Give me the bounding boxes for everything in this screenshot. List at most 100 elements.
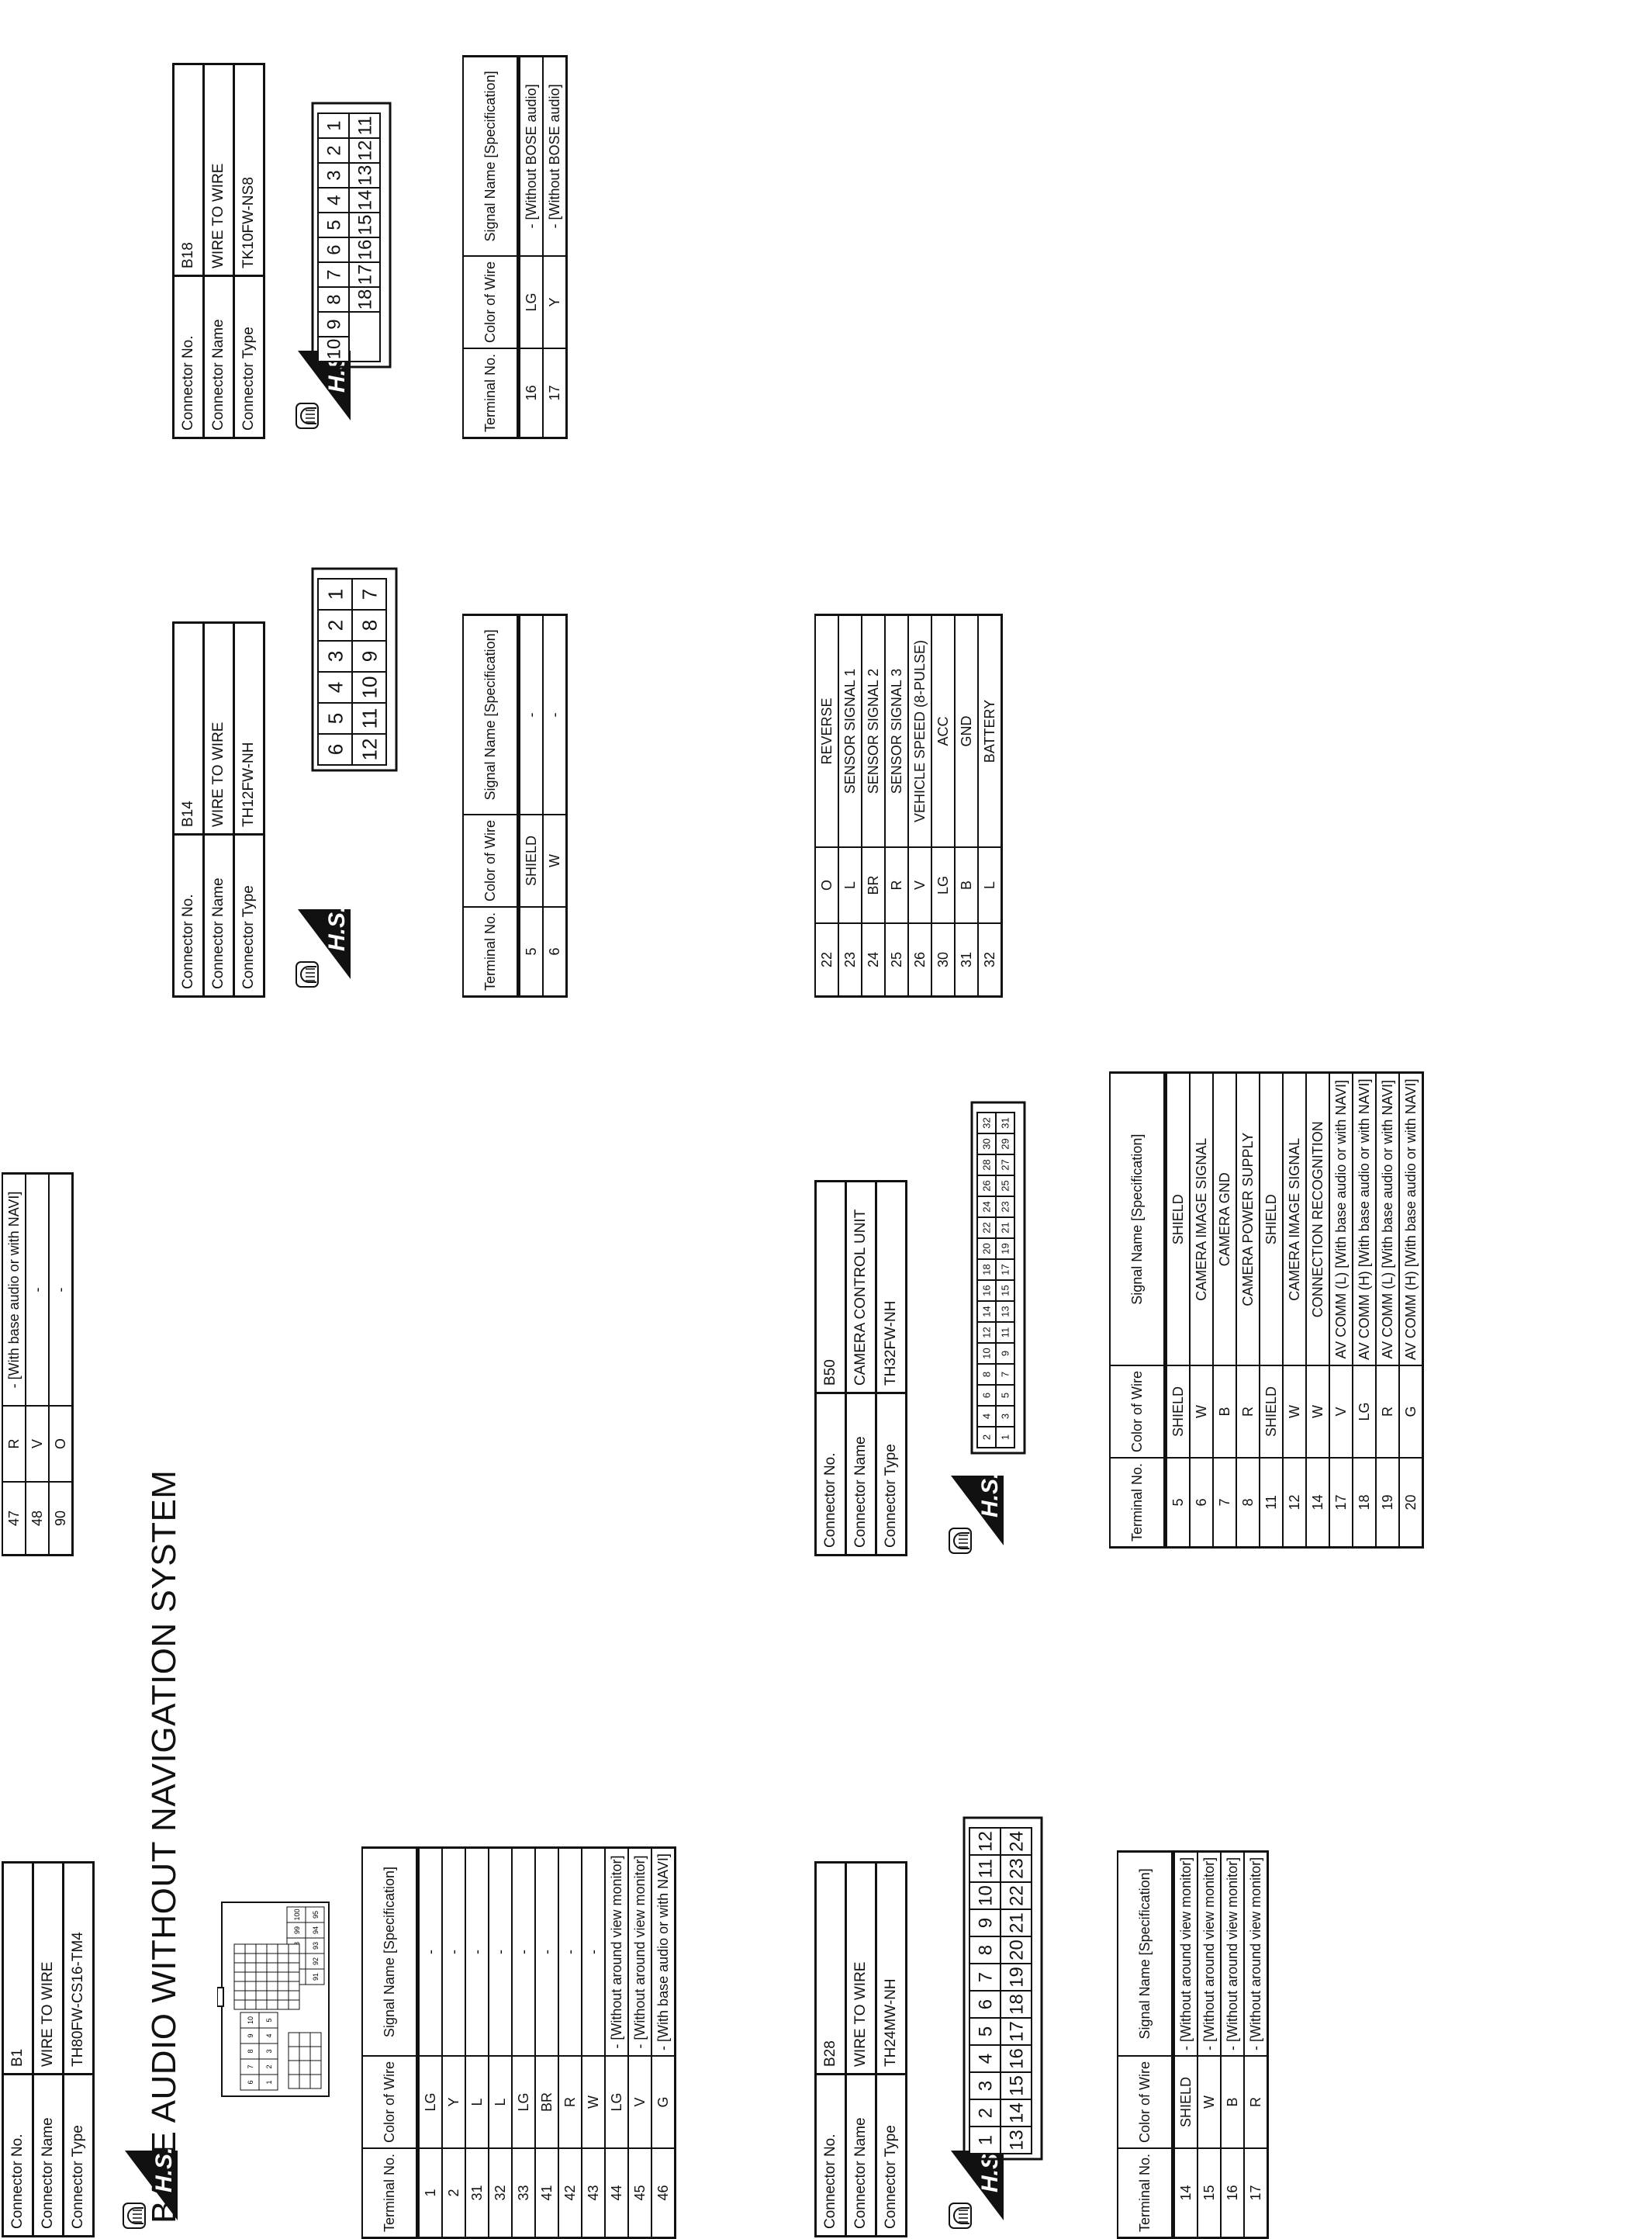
wire-color: LG xyxy=(931,847,955,923)
pin-label: 20 xyxy=(981,1243,993,1254)
signal-name: SENSOR SIGNAL 1 xyxy=(838,614,862,847)
signal-name: SENSOR SIGNAL 3 xyxy=(885,614,908,847)
wire-color: SHIELD xyxy=(1260,1365,1283,1458)
signal-name-header: Signal Name [Specification] xyxy=(1110,1073,1166,1365)
connector-type-value: TK10FW-NS8 xyxy=(233,64,264,276)
wire-color: W xyxy=(1283,1365,1306,1458)
pin-label: 32 xyxy=(981,1117,993,1128)
pin-label: 1 xyxy=(976,2135,997,2145)
wire-color: R xyxy=(558,2055,582,2148)
terminal-no: 25 xyxy=(885,923,908,997)
connector-no-label: Connector No. xyxy=(173,834,204,997)
signal-name: CONNECTION RECOGNITION xyxy=(1306,1073,1329,1365)
pin-label: 3 xyxy=(324,170,345,180)
connector-no-row: Connector No.B18 xyxy=(173,64,204,438)
pin-label: 9 xyxy=(976,1918,997,1928)
wire-color: L xyxy=(465,2055,489,2148)
pin-label: 1 xyxy=(1000,1434,1011,1440)
pin-label: 20 xyxy=(1007,1940,1028,1960)
signal-name: - [With base audio or with NAVI] xyxy=(2,1173,26,1406)
pin-label: 91 xyxy=(312,1973,320,1981)
terminal-no: 90 xyxy=(49,1482,73,1556)
terminal-no: 7 xyxy=(1213,1457,1236,1548)
pin-label: 19 xyxy=(1000,1243,1011,1254)
connector-name-label: Connector Name xyxy=(33,2074,64,2237)
pin-label: 5 xyxy=(1000,1393,1011,1398)
pin-label: 27 xyxy=(1000,1159,1011,1170)
wire-color: R xyxy=(1376,1365,1399,1458)
pin-label: 18 xyxy=(355,289,376,310)
signal-name: - xyxy=(582,1847,605,2056)
pin-label: 8 xyxy=(976,1945,997,1955)
pin-label: 24 xyxy=(1007,1831,1028,1852)
pin-label: 15 xyxy=(1007,2075,1028,2096)
svg-text:H.S.: H.S. xyxy=(324,906,350,951)
terminal-no: 45 xyxy=(628,2147,651,2238)
signal-name: - [Without around view monitor] xyxy=(605,1847,628,2056)
svg-text:H.S.: H.S. xyxy=(151,2147,177,2192)
pin-label: 3 xyxy=(323,651,347,662)
wire-color-header: Color of Wire xyxy=(463,814,519,907)
terminal-no-header: Terminal No. xyxy=(463,348,519,438)
terminal-no-header: Terminal No. xyxy=(362,2147,418,2238)
pin-label: 2 xyxy=(265,2064,273,2068)
wire-color: R xyxy=(2,1406,26,1482)
pin-label: 4 xyxy=(976,2054,997,2064)
pin-label: 11 xyxy=(1000,1327,1011,1338)
terminal-no: 20 xyxy=(1399,1457,1423,1548)
connector-name-value: CAMERA CONTROL UNIT xyxy=(845,1181,876,1393)
connector-type-value: TH24MW-NH xyxy=(876,1862,907,2075)
connector-name-value: WIRE TO WIRE xyxy=(203,622,234,835)
signal-name: VEHICLE SPEED (8-PULSE) xyxy=(908,614,931,847)
wire-color: Y xyxy=(543,255,567,348)
wire-color: B xyxy=(1221,2055,1244,2148)
terminal-no: 30 xyxy=(931,923,955,997)
svg-text:H.S.: H.S. xyxy=(977,1472,1003,1517)
wire-color: SHIELD xyxy=(1165,1365,1190,1458)
pin-label: 1 xyxy=(323,589,347,600)
wire-color: V xyxy=(908,847,931,923)
pin-label: 6 xyxy=(976,1999,997,2009)
pin-label: 17 xyxy=(1007,2021,1028,2042)
pin-label: 21 xyxy=(1007,1912,1028,1933)
connector-name-label: Connector Name xyxy=(845,1393,876,1556)
signal-name: - xyxy=(49,1173,73,1406)
connector-type-label: Connector Type xyxy=(876,2074,907,2237)
terminal-no: 17 xyxy=(1329,1457,1353,1548)
harness-side-icon: H.S. xyxy=(949,2147,1004,2229)
pin-label: 26 xyxy=(981,1180,993,1191)
pin-label: 4 xyxy=(265,2033,273,2037)
wire-color: B xyxy=(955,847,978,923)
pin-label: 10 xyxy=(976,1885,997,1906)
connector-name-value: WIRE TO WIRE xyxy=(845,1862,876,2075)
wire-color: B xyxy=(1213,1365,1236,1458)
wire-color: R xyxy=(1236,1365,1260,1458)
pin-label: 2 xyxy=(323,620,347,631)
terminal-no: 1 xyxy=(417,2147,442,2238)
pin-label: 29 xyxy=(1000,1138,1011,1149)
connector-name-label: Connector Name xyxy=(203,834,234,997)
pin-label: 5 xyxy=(324,220,345,230)
pin-label: 93 xyxy=(312,1942,320,1950)
pin-label: 14 xyxy=(1007,2102,1028,2123)
